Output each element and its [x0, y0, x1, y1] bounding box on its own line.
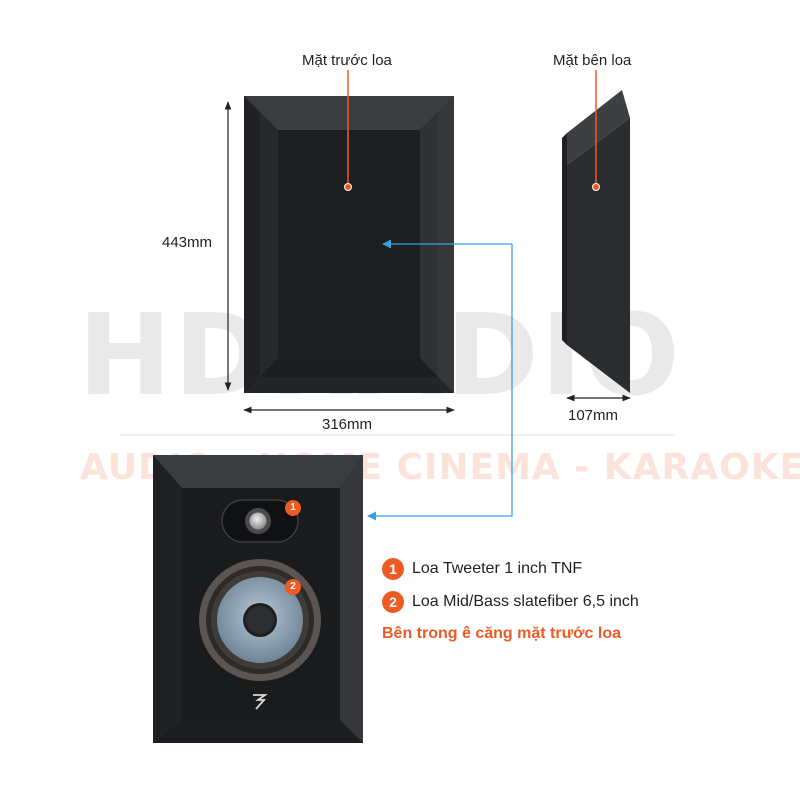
open-speaker — [153, 455, 363, 743]
depth-label: 107mm — [568, 407, 619, 424]
woofer-marker — [285, 579, 301, 595]
side-view-speaker — [562, 90, 630, 393]
connector-arrow-bottom — [367, 244, 513, 521]
feature-text: Loa Mid/Bass slatefiber 6,5 inch — [412, 593, 639, 610]
focal-logo-icon — [253, 694, 268, 710]
width-label: 316mm — [322, 416, 373, 433]
feature-number-badge: 1 — [382, 558, 404, 580]
front-view-label: Mặt trước loa — [302, 52, 392, 69]
side-view-label: Mặt bên loa — [553, 52, 632, 69]
watermark-divider — [120, 434, 675, 436]
tweeter-marker — [285, 500, 301, 516]
feature-text: Loa Tweeter 1 inch TNF — [412, 560, 583, 577]
feature-tweeter: 1 Loa Tweeter 1 inch TNF — [382, 558, 582, 580]
feature-woofer: 2 Loa Mid/Bass slatefiber 6,5 inch — [382, 591, 639, 613]
tweeter-marker-label: 1 — [290, 502, 296, 513]
height-label: 443mm — [162, 234, 213, 251]
grille-note: Bên trong ê căng mặt trước loa — [382, 625, 621, 642]
woofer-marker-label: 2 — [290, 581, 296, 592]
feature-number-badge: 2 — [382, 591, 404, 613]
